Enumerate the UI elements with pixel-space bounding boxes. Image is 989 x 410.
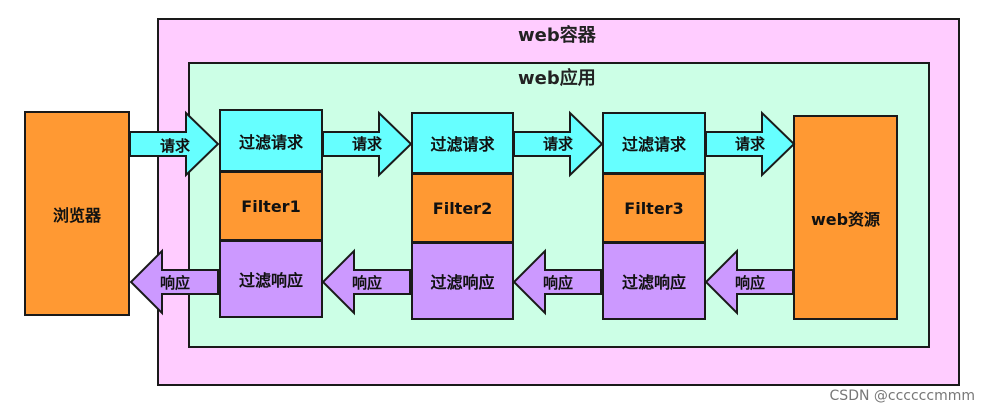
response-arrow-3-label: 响应 [542, 274, 573, 292]
filter1-request-box: 过滤请求 [219, 109, 323, 172]
browser-label: 浏览器 [52, 205, 101, 225]
filter3-box: Filter3 [602, 173, 706, 243]
response-arrow-4 [704, 248, 794, 316]
filter3-request-box: 过滤请求 [602, 112, 706, 174]
filter2-request-label: 过滤请求 [430, 135, 495, 154]
csdn-watermark: CSDN @ccccccmmm [829, 388, 975, 404]
filter3-request-label: 过滤请求 [621, 135, 686, 154]
filter2-box: Filter2 [411, 173, 514, 243]
request-arrow-1 [129, 110, 220, 178]
request-arrow-4-label: 请求 [734, 135, 765, 153]
filter1-request-label: 过滤请求 [238, 132, 303, 152]
filter1-response-label: 过滤响应 [238, 271, 303, 290]
filter1-response-box: 过滤响应 [219, 240, 323, 318]
filter3-response-label: 过滤响应 [621, 273, 686, 292]
filter2-name: Filter2 [432, 198, 493, 218]
request-arrow-4 [705, 110, 796, 178]
request-arrow-2 [322, 110, 413, 178]
request-arrow-1-label: 请求 [159, 137, 190, 155]
response-arrow-2-label: 响应 [351, 274, 382, 292]
response-arrow-1-label: 响应 [159, 274, 190, 292]
filter2-response-box: 过滤响应 [411, 242, 514, 320]
web-application-title: web应用 [518, 68, 596, 89]
request-arrow-2-label: 请求 [351, 135, 382, 153]
filter2-request-box: 过滤请求 [411, 112, 514, 174]
filter3-name: Filter3 [624, 198, 684, 218]
response-arrow-1 [129, 248, 219, 316]
response-arrow-3 [512, 248, 602, 316]
web-resource-label: web资源 [810, 209, 881, 229]
request-arrow-3-label: 请求 [542, 135, 573, 153]
browser-node: 浏览器 [24, 111, 130, 316]
web-container-title: web容器 [518, 25, 596, 46]
request-arrow-3 [513, 110, 604, 178]
filter1-name: Filter1 [241, 196, 301, 216]
filter2-response-label: 过滤响应 [430, 273, 495, 292]
response-arrow-2 [321, 248, 411, 316]
filter3-response-box: 过滤响应 [602, 242, 706, 320]
response-arrow-4-label: 响应 [734, 274, 765, 292]
filter1-box: Filter1 [219, 171, 323, 241]
web-resource-node: web资源 [793, 115, 898, 320]
